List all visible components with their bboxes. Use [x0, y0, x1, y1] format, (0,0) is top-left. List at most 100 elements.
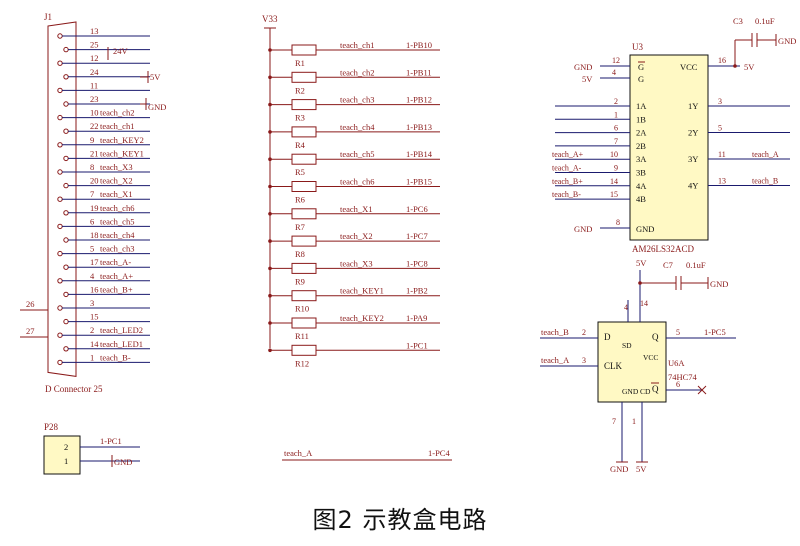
- res-port: 1-PB15: [406, 177, 432, 187]
- j1-pin-signal: teach_ch5: [100, 216, 134, 226]
- res-signal: teach_KEY2: [340, 313, 384, 323]
- u3-gnd-net: GND: [574, 224, 592, 234]
- u6a-qbar-label: Q: [652, 384, 659, 394]
- u3-input-pin: 9: [614, 164, 618, 173]
- j1-pin-contact: [63, 291, 69, 298]
- j1-pin-signal: teach_ch4: [100, 230, 135, 240]
- u3-output-label: 2Y: [688, 128, 698, 138]
- j1-pin-signal: teach_X1: [100, 189, 133, 199]
- j1-pin-number: 25: [90, 40, 99, 50]
- j1-pin-number: 1: [90, 352, 94, 362]
- u3-gbar-pin: 4: [612, 68, 616, 77]
- j1-pin-number: 13: [90, 26, 99, 36]
- u6a-gnd-net: GND: [610, 464, 628, 474]
- u3-output-label: 3Y: [688, 154, 698, 164]
- res-body: [291, 181, 317, 192]
- u3-vcc-net: 5V: [744, 62, 755, 72]
- j1-pin-contact: [57, 278, 63, 284]
- u3-input-label: 1B: [636, 114, 646, 124]
- p28-pin1-net: GND: [114, 457, 132, 467]
- u3-output-label: 1Y: [688, 101, 698, 111]
- j1-pin-number: 3: [90, 298, 94, 308]
- j1-pin-number: 4: [90, 271, 95, 281]
- res-signal: teach_X2: [340, 231, 373, 241]
- res-body: [291, 126, 317, 138]
- j1-pin-contact: [57, 359, 63, 366]
- u6a-cd-net: 5V: [636, 464, 647, 474]
- j1-pin-contact: [63, 101, 69, 107]
- u3-output-pin: 5: [718, 124, 722, 133]
- p28-body: [43, 435, 81, 475]
- j1-pin-signal: teach_B+: [100, 284, 133, 294]
- j1-pin-number: 10: [90, 108, 99, 118]
- j1-part-name: D Connector 25: [45, 384, 103, 394]
- j1-pin-number: 14: [90, 339, 99, 349]
- u3-gnd-label: GND: [636, 224, 654, 234]
- j1-shell-pin-b-label: 27: [26, 326, 35, 336]
- res-ref: R4: [295, 140, 306, 150]
- u3-output-pin: 11: [718, 150, 726, 159]
- u6a-d-pin: 2: [582, 328, 586, 337]
- j1-pin-contact: [63, 182, 69, 189]
- res-supply-label: V33: [262, 14, 278, 24]
- u3-gnd-pin: 8: [616, 218, 620, 227]
- j1-pin-signal: teach_KEY1: [100, 148, 144, 158]
- c7-ref: C7: [663, 260, 673, 270]
- res-ref: R10: [295, 304, 309, 314]
- u3-input-label: 3A: [636, 154, 647, 164]
- res-ref: R7: [295, 222, 305, 232]
- res-ref: R3: [295, 113, 305, 123]
- j1-pin-contact: [57, 87, 63, 94]
- j1-pin-contact: [63, 210, 69, 216]
- res-signal: teach_X1: [340, 204, 373, 214]
- u6a-qbar-nc-b: [697, 385, 707, 395]
- u6a-cd-pin: 1: [632, 417, 636, 426]
- u6a-d-label: D: [604, 332, 611, 342]
- u6a-clk-net: teach_A: [541, 355, 570, 365]
- j1-pin-contact: [57, 332, 63, 338]
- p28-pin2-net: 1-PC1: [100, 436, 122, 446]
- j1-pin-contact: [57, 60, 63, 66]
- j1-pin-contact: [57, 250, 63, 257]
- c3-value: 0.1uF: [755, 16, 775, 26]
- res-signal: teach_ch1: [340, 40, 374, 50]
- j1-pin-contact: [57, 223, 63, 230]
- j1-ref: J1: [44, 12, 52, 22]
- j1-pin-contact: [63, 128, 69, 134]
- u6a-sd-label: SD: [622, 341, 632, 350]
- j1-pin-contact: [63, 46, 69, 53]
- u3-input-net: teach_B+: [552, 177, 583, 186]
- j1-pin-signal: teach_KEY2: [100, 135, 144, 145]
- p28-pin-number: 1: [64, 456, 68, 466]
- u3-input-label: 2A: [636, 128, 647, 138]
- res-ref: R6: [295, 195, 305, 205]
- res-port: 1-PB10: [406, 40, 432, 50]
- res-port: 1-PC7: [406, 231, 428, 241]
- res-signal: teach_ch4: [340, 122, 375, 132]
- j1-pin-number: 12: [90, 53, 99, 63]
- u3-input-label: 4B: [636, 194, 646, 204]
- j1-pin-number: 8: [90, 162, 94, 172]
- j1-shell: [47, 21, 77, 377]
- res-body: [291, 290, 317, 302]
- j1-pin-signal: teach_ch6: [100, 203, 134, 213]
- j1-pin-contact: [57, 169, 63, 175]
- u3-part: AM26LS32ACD: [632, 244, 695, 254]
- u3-input-label: 4A: [636, 181, 647, 191]
- u3-output-label: 4Y: [688, 181, 698, 191]
- res-body: [291, 71, 317, 83]
- u6a-part: 74HC74: [668, 372, 698, 382]
- res-port: 1-PC6: [406, 204, 428, 214]
- u6a-ref: U6A: [668, 358, 685, 368]
- j1-pin-number: 16: [90, 284, 99, 294]
- j1-pin-contact: [57, 142, 63, 148]
- j1-pin-number: 19: [90, 203, 99, 213]
- res-port: 1-PC8: [406, 258, 428, 268]
- j1-pin-contact: [63, 346, 69, 352]
- res-signal: teach_ch5: [340, 149, 374, 159]
- u6a-vcc-pin: 14: [640, 299, 648, 308]
